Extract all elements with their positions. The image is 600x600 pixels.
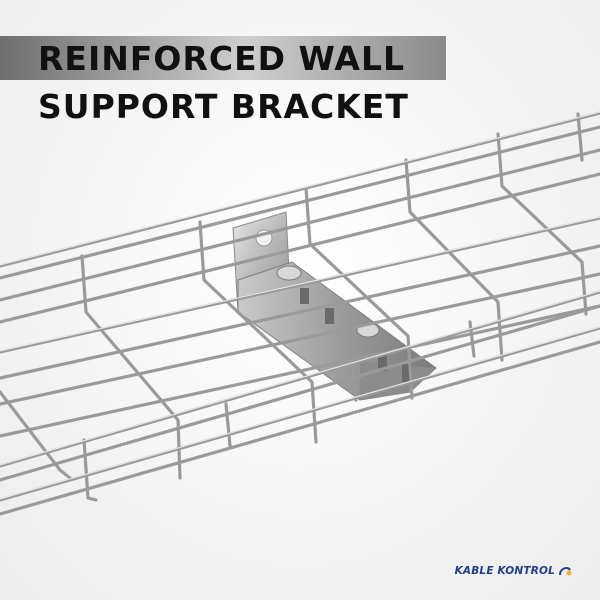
title-banner [0,36,446,80]
title-line-2: SUPPORT BRACKET [38,87,409,126]
wire-mesh-cable-tray-icon [0,111,600,516]
brand-name: KABLE KONTROL [454,565,555,577]
title-line-1: REINFORCED WALL [38,39,406,78]
brand-logo: KABLE KONTROL [455,564,572,578]
plug-swoosh-icon [559,566,572,576]
